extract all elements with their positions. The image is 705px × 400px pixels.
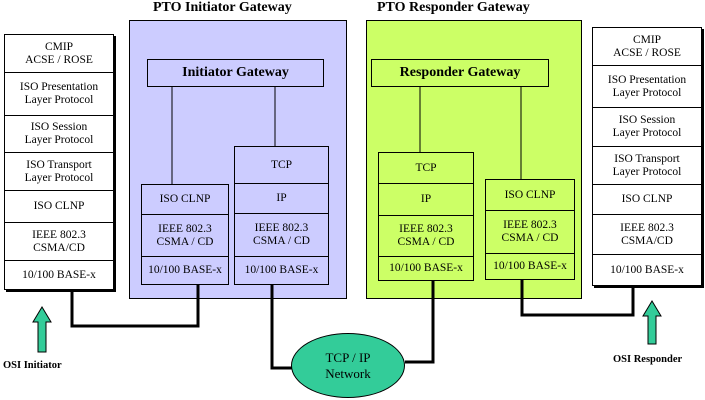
- stack-layer: IEEE 802.3 CSMA / CD: [142, 215, 228, 257]
- stack-layer: IEEE 802.3 CSMA/CD: [593, 215, 701, 255]
- up-arrow-icon: [32, 306, 52, 353]
- stack-layer: ISO Transport Layer Protocol: [5, 153, 113, 191]
- initiator-clnp-stack: ISO CLNP IEEE 802.3 CSMA / CD 10/100 BAS…: [141, 184, 229, 285]
- stack-layer: ISO Presentation Layer Protocol: [593, 66, 701, 108]
- up-arrow-icon: [642, 300, 662, 345]
- stack-layer: IEEE 802.3 CSMA/CD: [5, 223, 113, 261]
- stack-layer: ISO CLNP: [142, 185, 228, 215]
- stack-layer: ISO Session Layer Protocol: [593, 108, 701, 147]
- tcp-ip-network-node: TCP / IP Network: [291, 333, 405, 398]
- stack-layer: TCP: [379, 153, 473, 184]
- network-to-responder-link: [405, 281, 435, 364]
- responder-gateway-box: Responder Gateway: [371, 59, 549, 87]
- stack-layer: 10/100 BASE-x: [22, 268, 96, 281]
- responder-clnp-stack: ISO CLNP IEEE 802.3 CSMA / CD 10/100 BAS…: [485, 179, 575, 280]
- initiator-gateway-title: PTO Initiator Gateway: [153, 0, 292, 15]
- initiator-gateway-region: [129, 20, 347, 299]
- stack-layer: ISO Presentation Layer Protocol: [5, 73, 113, 116]
- osi-responder-stack: CMIP ACSE / ROSE ISO Presentation Layer …: [592, 27, 702, 286]
- stack-layer: ISO CLNP: [486, 180, 574, 211]
- stack-layer: ISO CLNP: [593, 185, 701, 215]
- stack-layer: ISO Session Layer Protocol: [5, 116, 113, 153]
- stack-layer: 10/100 BASE-x: [244, 264, 319, 276]
- stack-layer: IEEE 802.3 CSMA / CD: [379, 216, 473, 257]
- stack-layer: ISO CLNP: [5, 191, 113, 223]
- responder-tcp-stack: TCP IP IEEE 802.3 CSMA / CD 10/100 BASE-…: [378, 152, 474, 281]
- stack-layer: IEEE 802.3 CSMA / CD: [235, 214, 328, 257]
- stack-layer: CMIP ACSE / ROSE: [5, 35, 113, 73]
- responder-gateway-region: [366, 20, 582, 299]
- initiator-gateway-box: Initiator Gateway: [147, 59, 324, 87]
- initiator-to-network-link: [270, 285, 292, 370]
- stack-layer: 10/100 BASE-x: [493, 260, 567, 272]
- stack-layer: IP: [235, 184, 328, 214]
- osi-initiator-link: [70, 285, 200, 328]
- osi-initiator-stack: CMIP ACSE / ROSE ISO Presentation Layer …: [4, 34, 114, 290]
- osi-responder-link: [520, 280, 635, 317]
- responder-gateway-title: PTO Responder Gateway: [377, 0, 530, 15]
- stack-layer: 10/100 BASE-x: [610, 263, 684, 276]
- stack-layer: 10/100 BASE-x: [389, 262, 463, 274]
- stack-layer: IP: [379, 184, 473, 216]
- stack-layer: CMIP ACSE / ROSE: [593, 28, 701, 66]
- stack-layer: IEEE 802.3 CSMA / CD: [486, 211, 574, 254]
- osi-initiator-caption: OSI Initiator: [3, 360, 62, 371]
- stack-layer: TCP: [235, 147, 328, 184]
- osi-responder-caption: OSI Responder: [613, 354, 683, 365]
- stack-layer: 10/100 BASE-x: [148, 264, 222, 276]
- initiator-tcp-stack: TCP IP IEEE 802.3 CSMA / CD 10/100 BASE-…: [234, 146, 329, 285]
- stack-layer: ISO Transport Layer Protocol: [593, 147, 701, 185]
